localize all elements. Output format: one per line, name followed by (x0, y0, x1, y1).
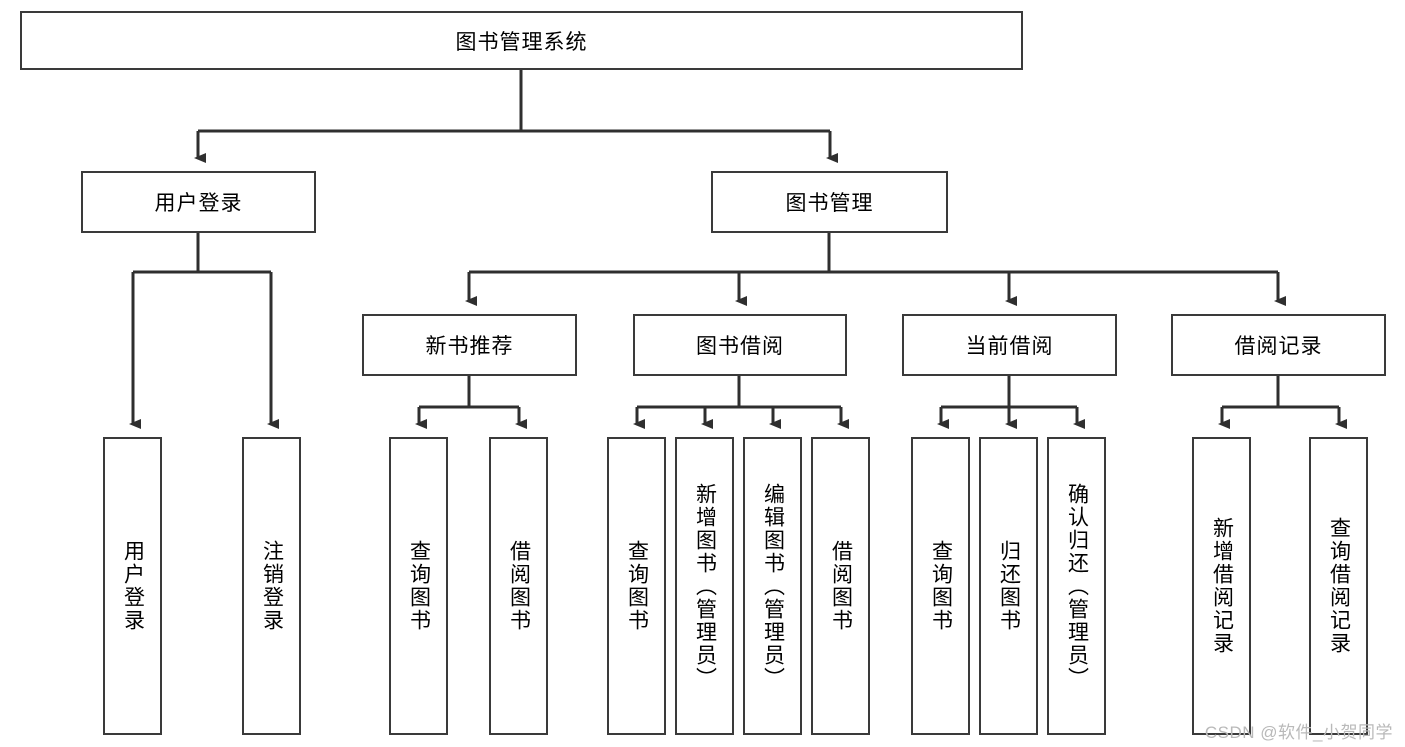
leaf-query-book-current[interactable]: 查询图书 (911, 437, 970, 735)
leaf-return-book[interactable]: 归还图书 (979, 437, 1038, 735)
node-book-management[interactable]: 图书管理 (711, 171, 948, 233)
leaf-borrow-book-new[interactable]: 借阅图书 (489, 437, 548, 735)
node-label: 借阅图书 (507, 540, 531, 632)
node-label: 查询图书 (929, 540, 953, 632)
node-label: 图书借阅 (696, 335, 784, 358)
node-new-book-recommend[interactable]: 新书推荐 (362, 314, 577, 376)
node-label: 新增图书（管理员） (693, 482, 717, 690)
node-user-login[interactable]: 用户登录 (81, 171, 316, 233)
node-label: 归还图书 (997, 540, 1021, 632)
node-label: 图书管理 (785, 192, 874, 215)
leaf-add-book-admin[interactable]: 新增图书（管理员） (675, 437, 734, 735)
leaf-logout[interactable]: 注销登录 (242, 437, 301, 735)
leaf-query-book-new[interactable]: 查询图书 (389, 437, 448, 735)
leaf-borrow-book[interactable]: 借阅图书 (811, 437, 870, 735)
node-label: 新书推荐 (425, 335, 514, 358)
node-label: 编辑图书（管理员） (761, 482, 785, 690)
node-label: 新增借阅记录 (1210, 517, 1234, 655)
watermark-text: CSDN @软件_小贺同学 (1204, 723, 1393, 742)
node-book-borrow[interactable]: 图书借阅 (633, 314, 847, 376)
node-label: 图书管理系统 (455, 30, 588, 54)
node-label: 查询图书 (407, 540, 431, 632)
leaf-user-login[interactable]: 用户登录 (103, 437, 162, 735)
node-label: 注销登录 (260, 540, 284, 632)
node-label: 用户登录 (121, 540, 145, 632)
leaf-query-book-borrow[interactable]: 查询图书 (607, 437, 666, 735)
node-borrow-record[interactable]: 借阅记录 (1171, 314, 1386, 376)
node-label: 借阅记录 (1234, 335, 1323, 358)
leaf-add-borrow-record[interactable]: 新增借阅记录 (1192, 437, 1251, 735)
node-label: 确认归还（管理员） (1065, 482, 1089, 690)
leaf-edit-book-admin[interactable]: 编辑图书（管理员） (743, 437, 802, 735)
node-label: 用户登录 (154, 192, 243, 215)
node-label: 借阅图书 (829, 540, 853, 632)
leaf-confirm-return-admin[interactable]: 确认归还（管理员） (1047, 437, 1106, 735)
node-current-borrow[interactable]: 当前借阅 (902, 314, 1117, 376)
leaf-query-borrow-record[interactable]: 查询借阅记录 (1309, 437, 1368, 735)
node-label: 查询借阅记录 (1327, 517, 1351, 655)
node-label: 当前借阅 (965, 335, 1054, 358)
node-label: 查询图书 (625, 540, 649, 632)
node-root-system[interactable]: 图书管理系统 (20, 11, 1023, 70)
